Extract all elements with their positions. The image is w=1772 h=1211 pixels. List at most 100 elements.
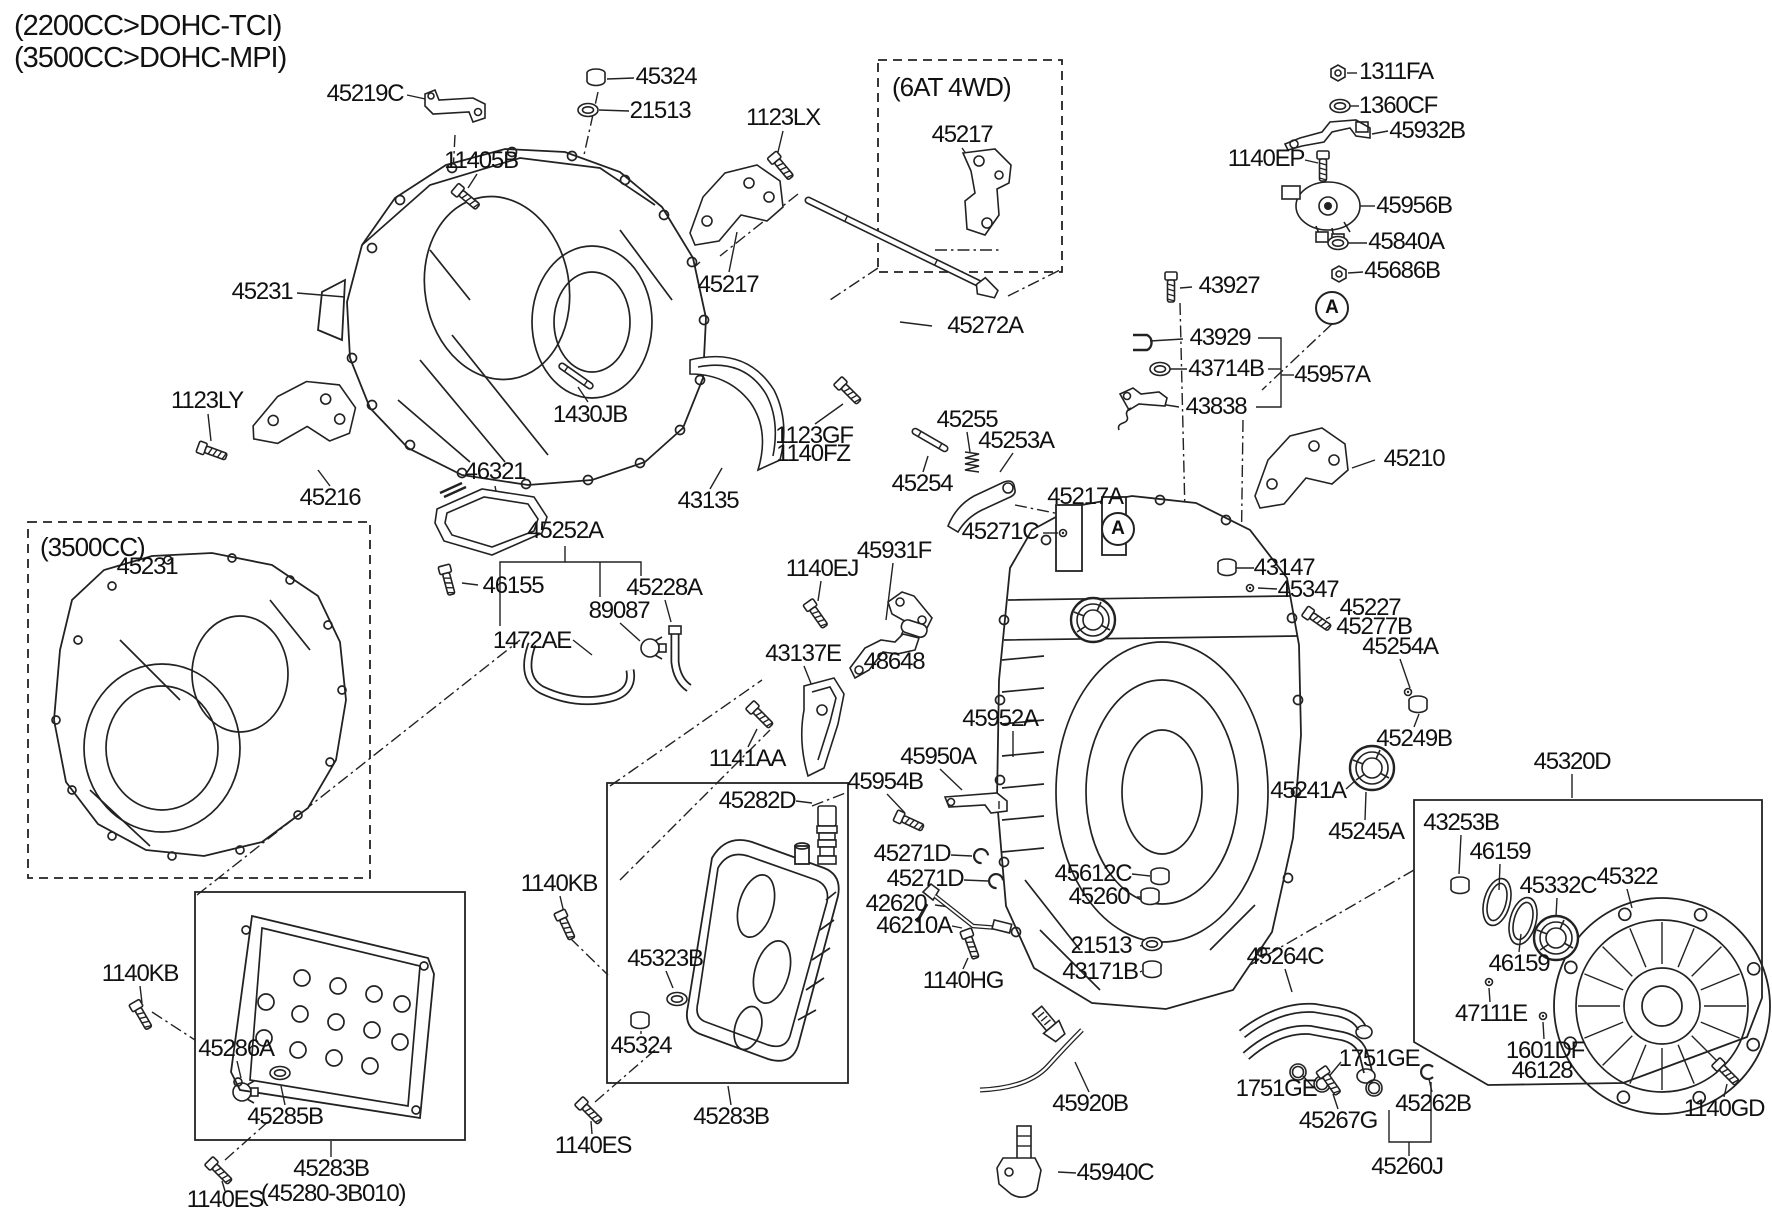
strainer-46321 [434,481,548,556]
oring-46159-b [1508,896,1538,946]
part-label-45217-5: 45217 [697,271,760,298]
part-label-48648-74: 48648 [863,648,926,675]
linkage-42620-46210a [915,882,1013,934]
part-label-45332c-44: 45332C [1519,872,1598,899]
box-3500cc-label: (3500CC) [40,532,146,562]
part-label-1751ge-53: 1751GE [1338,1045,1421,1072]
part-label-45324-84: 45324 [610,1032,673,1059]
box-3500cc [27,521,371,879]
bushing-45249b [1408,695,1428,714]
part-label-43714b-29: 43714B [1188,355,1265,382]
cable-45920b [979,1005,1084,1093]
part-label-1123ly-8: 1123LY [171,387,244,414]
part-label-45612c-61: 45612C [1054,860,1133,887]
part-label-45940c-58: 45940C [1076,1159,1155,1186]
part-label-1140kb-82: 1140KB [520,870,599,897]
bolt-11405b [450,182,480,210]
solenoid-45282d [816,805,838,865]
part-label-42620-64: 42620 [865,890,928,917]
bolt-1141aa [745,700,774,729]
seal-45332c [1532,914,1580,962]
spring-45255 [964,451,980,473]
part-label-46159-46: 46159 [1488,950,1551,977]
ring-45323b [666,991,688,1007]
cover-43137e [800,677,845,778]
part-label-45271d-66: 45271D [873,840,952,867]
part-label-1430jb-9: 1430JB [552,401,628,428]
bolt-1123ly [195,440,228,461]
part-label-45322-45: 45322 [1596,863,1659,890]
plug-43171b [1142,960,1162,979]
seal-45241a [1348,744,1396,792]
part-label-1140hg-63: 1140HG [922,967,1005,994]
part-label-45267g-55: 45267G [1298,1107,1378,1134]
part-label-45227-35: 45227 [1339,594,1402,621]
part-label-11405b-4: 11405B [444,147,519,174]
part-label-45241a-39: 45241A [1270,777,1347,804]
part-label-45262b-51: 45262B [1395,1090,1472,1117]
part-label-45264c-56: 45264C [1246,943,1325,970]
part-label-43927-27: 43927 [1198,272,1261,299]
pin-47111e [1484,977,1494,987]
part-label-46159-43: 46159 [1469,838,1532,865]
bushing-45254a [1403,687,1413,697]
inhibitor-switch-45956b [1281,181,1361,245]
part-label-45686b-26: 45686B [1364,257,1441,284]
oring-1751ge-c [1365,1079,1383,1097]
plug-45324-bottom [630,1011,650,1030]
part-label-45228a-79: 45228A [626,574,703,601]
part-label-45950a-68: 45950A [900,743,977,770]
part-label-1141aa-72: 1141AA [708,745,787,772]
part-label-46321-13: 46321 [464,458,527,485]
part-label-43147-33: 43147 [1253,554,1316,581]
oring-1751ge-a [1289,1063,1307,1081]
pump-45940c [996,1125,1042,1198]
hose-1472ae [523,642,636,706]
view-marker-a-mid: A [1101,512,1135,546]
part-label-45320d-41: 45320D [1533,748,1612,775]
plug-45260 [1140,887,1160,906]
lever-45931f [849,619,928,680]
part-label-45952a-70: 45952A [962,705,1039,732]
bolt-1123gf [833,376,862,405]
part-label-45282d-71: 45282D [718,787,797,814]
part-label-43838-31: 43838 [1185,393,1248,420]
pin-45347 [1245,583,1255,593]
seal-45217a [1069,596,1117,644]
part-label-45217a-19: 45217A [1047,483,1124,510]
part-label-45255-15: 45255 [936,406,999,433]
ring-45285b [269,1065,291,1081]
part-label-43253b-42: 43253B [1423,809,1500,836]
pin-45254 [911,427,949,453]
part-label-45954b-69: 45954B [847,768,924,795]
bracket-45219c [424,88,486,123]
bolt-43927 [1164,271,1178,303]
bracket-45216 [252,380,357,445]
part-label-43135-14: 43135 [677,487,740,514]
ring-21513-top [577,102,599,118]
pivot-48648 [887,591,933,632]
part-label-45840a-25: 45840A [1368,228,1445,255]
part-label-45219c-0: 45219C [326,80,405,107]
part-label-46210a-65: 46210A [876,912,953,939]
view-marker-a-right: A [1315,291,1349,325]
bolt-1140kb-left [128,998,153,1030]
part-label-45217-93: 45217 [931,121,994,148]
plug-45267g [1315,1065,1341,1096]
plug-43253b [1450,876,1470,895]
part-label-46128-49: 46128 [1511,1057,1574,1084]
part-label-45956b-24: 45956B [1376,192,1453,219]
part-label-47111e-47: 47111E [1455,1000,1528,1027]
part-label-45272a-7: 45272A [947,312,1024,339]
shield-43135 [689,355,785,472]
part-label-1140ep-23: 1140EP [1227,145,1306,172]
part-label-45260-62: 45260 [1068,883,1131,910]
hook-43929 [1133,333,1153,352]
bolt-1123lx [766,150,794,180]
bolt-45227 [1301,605,1332,631]
box-6at-4wd-label: (6AT 4WD) [892,72,1012,102]
box-oil-pan [606,782,849,1084]
part-label-45210-32: 45210 [1383,445,1446,472]
part-label-1140es-86: 1140ES [554,1132,633,1159]
